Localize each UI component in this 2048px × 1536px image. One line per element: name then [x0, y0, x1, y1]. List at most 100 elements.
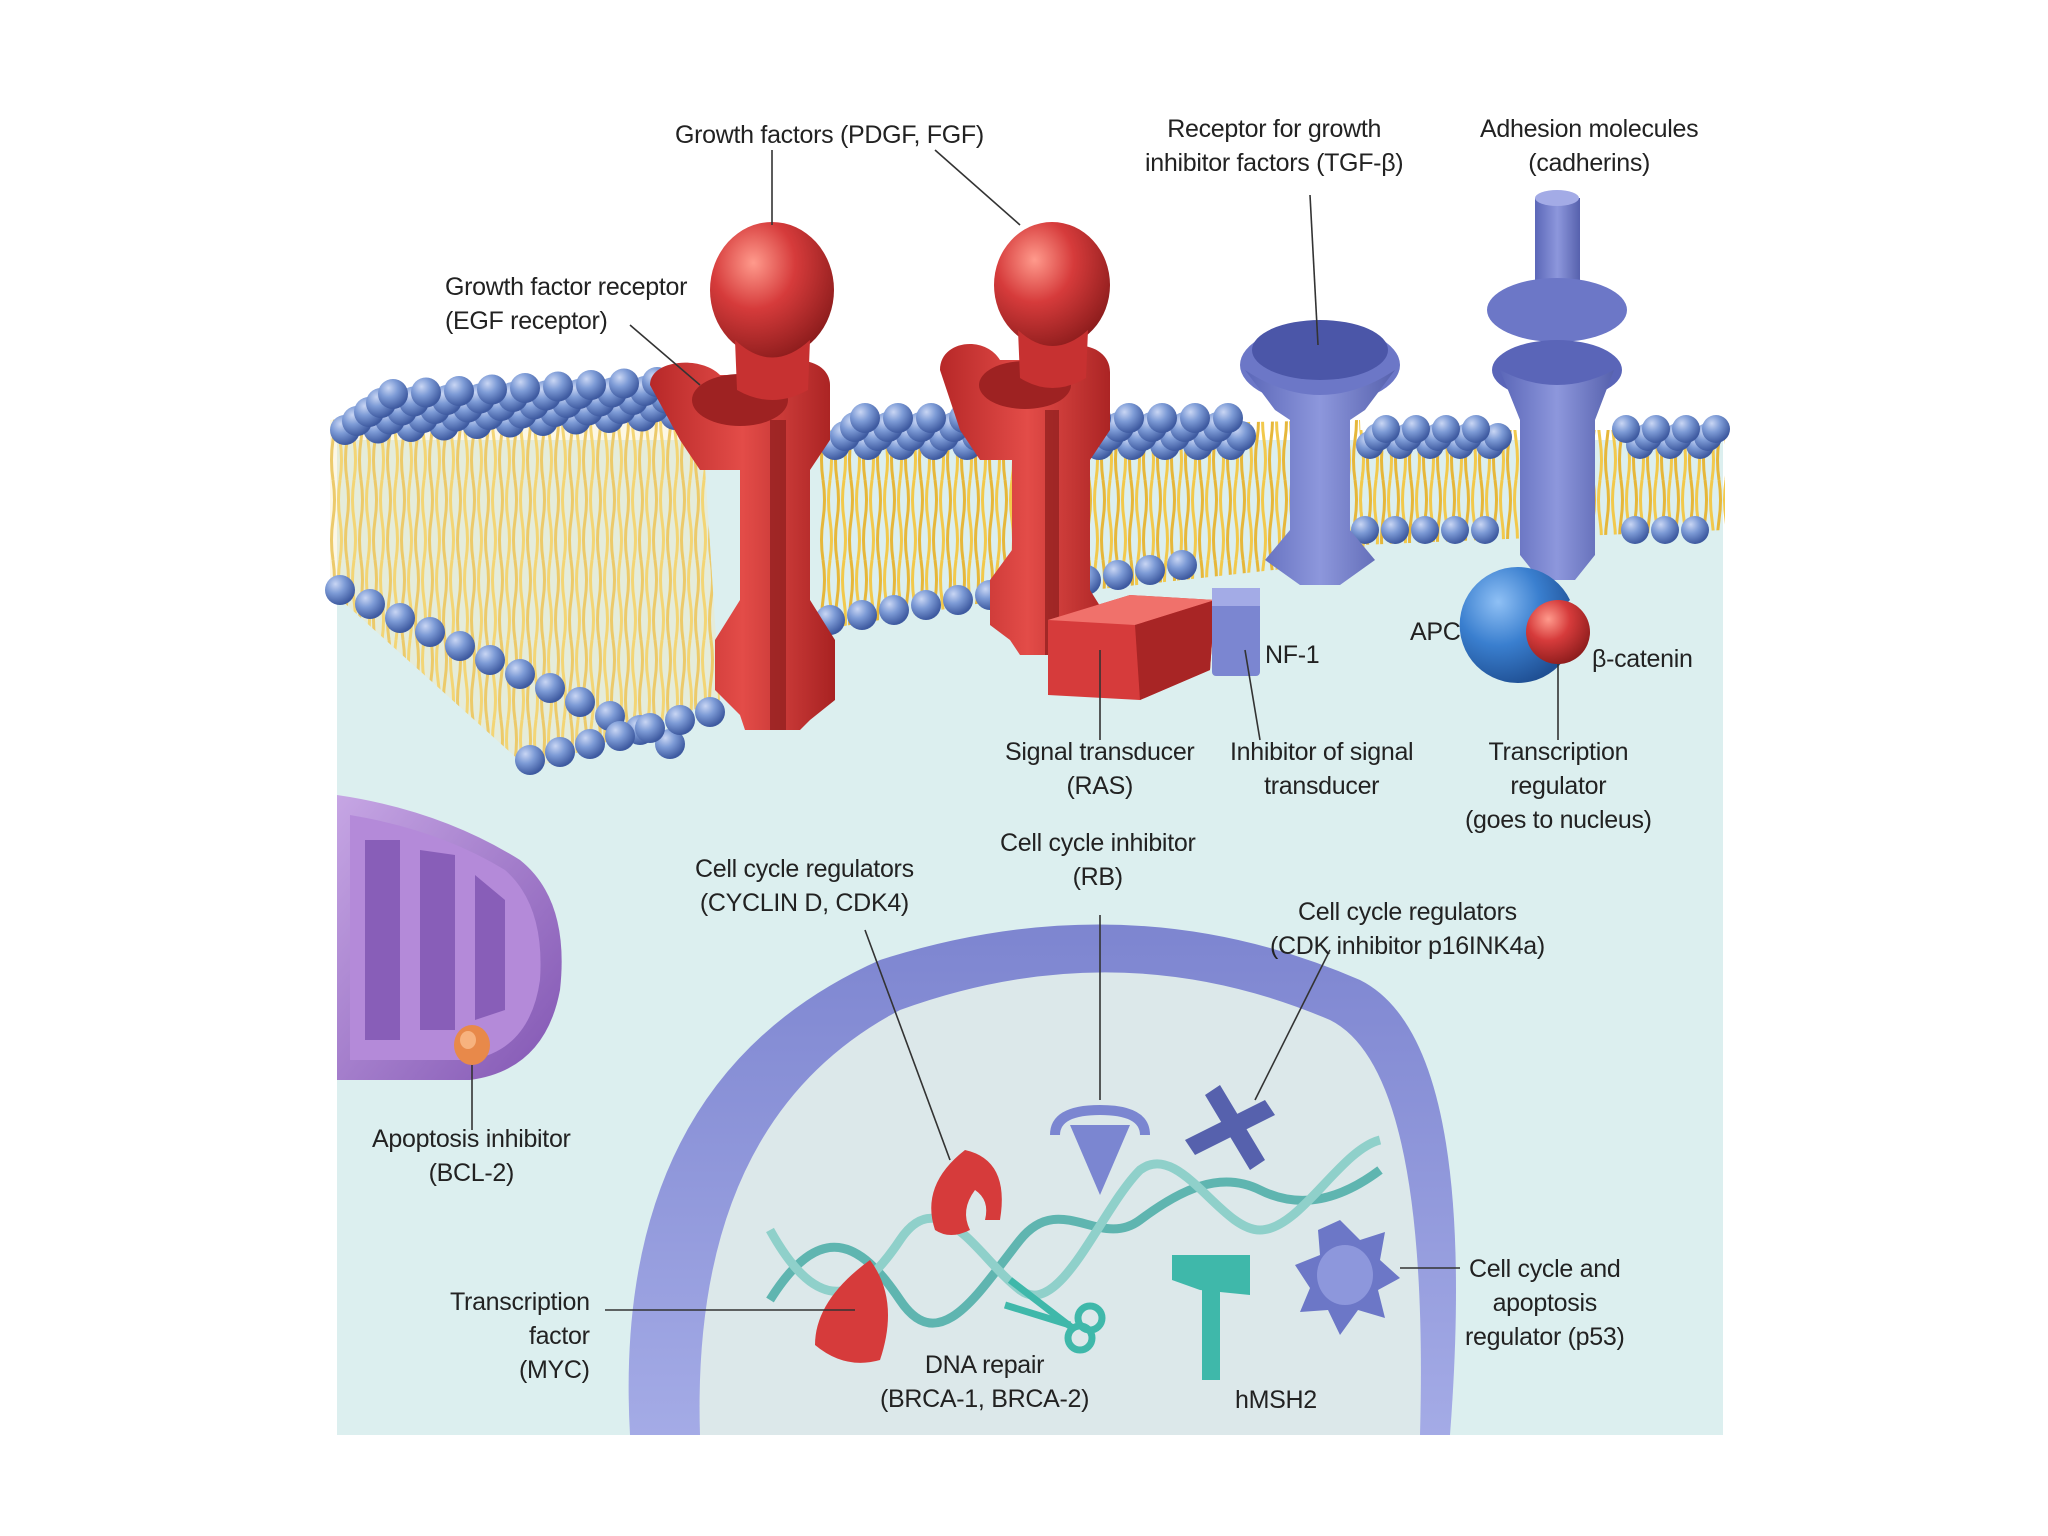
growth-factor-receptor-2: [940, 343, 1115, 655]
lipid-head: [575, 729, 605, 759]
label-ras: Signal transducer(RAS): [1005, 735, 1195, 803]
lipid-head: [475, 645, 505, 675]
lipid-head: [1351, 516, 1379, 544]
label-line: factor: [528, 1322, 590, 1350]
label-beta-catenin: β-catenin: [1592, 642, 1693, 676]
lipid-head: [535, 673, 565, 703]
lipid-head: [916, 403, 946, 433]
lipid-head: [1672, 415, 1700, 443]
label-line: Apoptosis inhibitor: [372, 1125, 571, 1153]
p16ink4a-inhibitor: [1185, 1085, 1275, 1170]
lipid-head: [510, 373, 540, 403]
lipid-head: [1441, 516, 1469, 544]
lipid-head: [325, 575, 355, 605]
label-tgf-beta-receptor: Receptor for growth inhibitor factors (TG…: [1145, 112, 1404, 180]
lipid-head: [1651, 516, 1679, 544]
label-line: regulator: [1510, 772, 1607, 800]
label-p16: Cell cycle regulators(CDK inhibitor p16I…: [1270, 895, 1545, 963]
lipid-head: [1180, 403, 1210, 433]
label-line: Cell cycle inhibitor: [1000, 829, 1196, 857]
lipid-head: [605, 721, 635, 751]
label-line: Growth factor receptor: [445, 273, 688, 301]
lipid-head: [1681, 516, 1709, 544]
lipid-head: [355, 589, 385, 619]
lipid-head: [879, 595, 909, 625]
lipid-head: [515, 745, 545, 775]
lipid-head: [378, 379, 408, 409]
growth-factor-fgf: [994, 222, 1110, 388]
lipid-head: [943, 585, 973, 615]
label-adhesion-molecules: Adhesion molecules(cadherins): [1480, 112, 1699, 180]
myc-transcription-factor: [815, 1260, 888, 1363]
label-nf1-description: Inhibitor of signal transducer: [1230, 735, 1414, 803]
leader-lines: [471, 149, 1559, 1311]
lipid-head: [1103, 560, 1133, 590]
lipid-head: [1432, 415, 1460, 443]
lipid-head: [665, 705, 695, 735]
ras-signal-transducer: [1048, 595, 1215, 700]
label-line: transducer: [1264, 772, 1380, 800]
lipid-head: [1411, 516, 1439, 544]
label-line: (BRCA-1, BRCA-2): [880, 1385, 1090, 1413]
hmsh2-hammer-icon: [1172, 1255, 1250, 1380]
label-line: (CDK inhibitor p16INK4a): [1270, 932, 1545, 960]
rb-inhibitor: [1050, 1104, 1150, 1195]
lipid-head: [545, 737, 575, 767]
label-bcl2: Apoptosis inhibitor (BCL-2): [372, 1122, 571, 1190]
label-egf-receptor: Growth factor receptor (EGF receptor): [445, 270, 687, 338]
lipid-head: [576, 370, 606, 400]
label-line: Receptor for growth: [1167, 115, 1382, 143]
label-line: (MYC): [518, 1356, 590, 1384]
lipid-head: [477, 374, 507, 405]
lipid-head: [1372, 415, 1400, 443]
lipid-head: [695, 697, 725, 727]
label-line: (EGF receptor): [445, 307, 608, 335]
label-hmsh2: hMSH2: [1235, 1383, 1317, 1417]
nf1-inhibitor: [1212, 588, 1260, 676]
label-line: APC: [1410, 618, 1461, 646]
label-apc: APC: [1410, 615, 1461, 649]
label-line: (goes to nucleus): [1465, 806, 1652, 834]
growth-factor-pdgf: [710, 222, 834, 400]
lipid-head: [609, 368, 639, 399]
lipid-head: [444, 376, 474, 406]
lipid-head: [847, 600, 877, 630]
lipid-head: [1621, 516, 1649, 544]
lipid-head: [1642, 415, 1670, 443]
label-line: Growth factors (PDGF, FGF): [675, 121, 984, 149]
lipid-head: [1114, 403, 1144, 433]
lipid-head: [1612, 415, 1640, 443]
brca-scissors-icon: [1003, 1277, 1106, 1354]
label-growth-factors: Growth factors (PDGF, FGF): [675, 118, 984, 152]
label-rb: Cell cycle inhibitor (RB): [1000, 826, 1196, 894]
label-line: DNA repair: [924, 1351, 1045, 1379]
cadherin-adhesion-molecule: [1487, 190, 1627, 580]
lipid-head: [1135, 555, 1165, 585]
lipid-head: [850, 403, 880, 433]
p53-regulator: [1295, 1220, 1400, 1335]
lipid-head: [411, 377, 441, 408]
lipid-head: [883, 403, 913, 433]
lipid-head: [635, 713, 665, 743]
lipid-head: [1462, 415, 1490, 443]
lipid-head: [655, 729, 685, 759]
label-line: (RB): [1072, 863, 1123, 891]
label-nf1: NF-1: [1265, 638, 1320, 672]
lipid-head: [1167, 550, 1197, 580]
label-line: regulator (p53): [1465, 1323, 1625, 1351]
label-line: Inhibitor of signal: [1230, 738, 1414, 766]
label-line: (BCL-2): [428, 1159, 515, 1187]
lipid-head: [1213, 403, 1243, 433]
label-line: (cadherins): [1528, 149, 1651, 177]
lipid-head: [1484, 423, 1512, 451]
lipid-head: [1381, 516, 1409, 544]
label-line: Cell cycle regulators: [695, 855, 914, 883]
tgf-beta-receptor: [1240, 320, 1400, 585]
lipid-head: [385, 603, 415, 633]
lipid-head: [445, 631, 475, 661]
label-line: inhibitor factors (TGF-β): [1145, 149, 1404, 177]
